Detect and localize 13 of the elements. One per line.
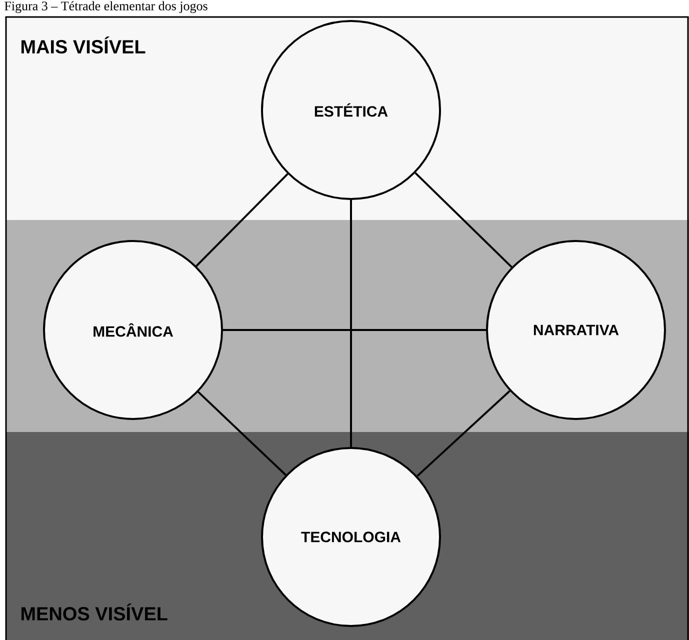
connector-line (223, 329, 486, 331)
connector-line (196, 173, 288, 267)
connector-line (198, 391, 286, 476)
connector-line (350, 200, 352, 447)
connector-line (416, 390, 510, 477)
connector-line (414, 172, 512, 268)
circle-node: TECNOLOGIA (261, 446, 441, 627)
zone-label: MAIS VISÍVEL (21, 36, 146, 54)
figure-title: Figura 3 – Tétrade elementar dos jogos (4, 1, 208, 14)
circle-node: NARRATIVA (486, 240, 666, 420)
circle-node: MECÂNICA (43, 240, 223, 420)
circle-node: ESTÉTICA (261, 20, 441, 200)
zone-label: MENOS VISÍVEL (21, 603, 168, 620)
